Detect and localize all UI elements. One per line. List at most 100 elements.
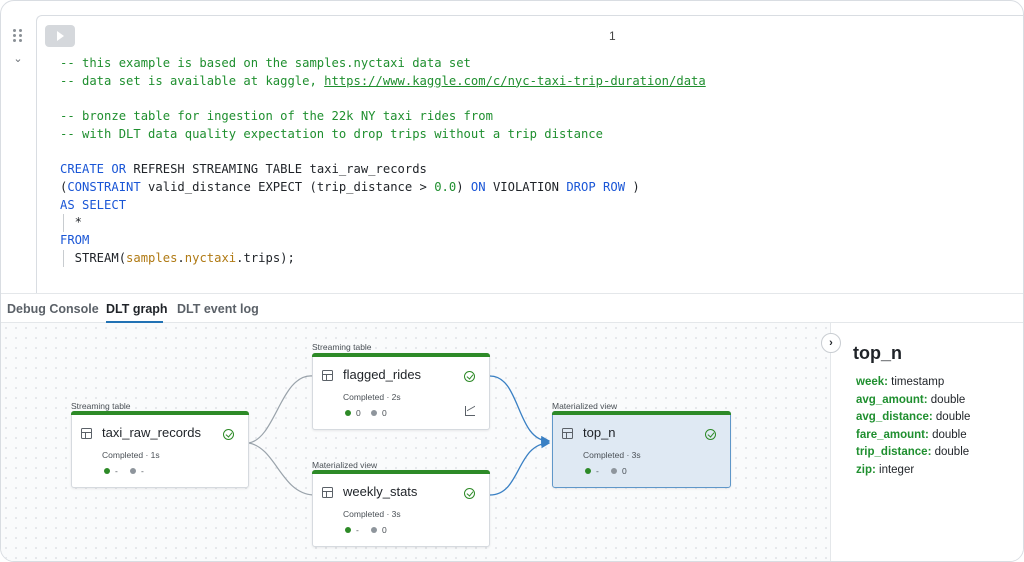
node-type-label: Materialized view xyxy=(552,401,618,411)
code-token: CONSTRAINT xyxy=(67,179,141,194)
code-line xyxy=(60,90,706,108)
node-weekly-stats[interactable]: weekly_stats Completed · 3s - 0 xyxy=(312,470,490,547)
code-line: -- data set is available at kaggle, http… xyxy=(60,73,706,91)
field-name: avg_distance: xyxy=(856,411,933,424)
code-token: ) xyxy=(625,179,640,194)
code-line: STREAM(samples.nyctaxi.trips); xyxy=(60,249,706,268)
node-status-bar xyxy=(312,353,490,357)
dlt-graph-canvas[interactable]: Streaming table taxi_raw_records Complet… xyxy=(1,323,830,561)
field-type: timestamp xyxy=(891,376,945,388)
green-dot-icon xyxy=(104,468,110,474)
chevron-down-icon[interactable]: ⌄ xyxy=(13,53,23,65)
node-taxi-raw-records[interactable]: taxi_raw_records Completed · 1s - - xyxy=(71,411,249,488)
gray-dot-icon xyxy=(371,410,377,416)
node-status: Completed · 3s xyxy=(343,509,401,519)
node-status: Completed · 1s xyxy=(102,450,160,460)
field-type: integer xyxy=(879,463,915,476)
code-token: ) xyxy=(456,179,471,194)
code-token: -- bronze table for ingestion of the 22k… xyxy=(60,109,493,124)
cell-number: 1 xyxy=(609,29,616,43)
green-dot-icon xyxy=(585,468,591,474)
node-type-label: Streaming table xyxy=(71,401,131,411)
tab-dlt-event-log[interactable]: DLT event log xyxy=(177,302,259,316)
metric-dropped: 0 xyxy=(371,408,387,418)
code-token: . xyxy=(177,250,185,265)
table-icon xyxy=(562,428,573,439)
node-name: top_n xyxy=(583,425,616,440)
node-status-bar xyxy=(71,411,249,415)
node-status-bar xyxy=(552,411,731,415)
run-cell-button[interactable] xyxy=(45,25,75,47)
node-name: taxi_raw_records xyxy=(102,425,201,440)
code-token: -- data set is available at kaggle, xyxy=(60,73,325,88)
bottom-tabs: Debug Console DLT graph DLT event log xyxy=(1,293,1023,323)
code-line: AS SELECT xyxy=(60,197,706,215)
schema-field: week: timestamp xyxy=(856,374,970,392)
drag-handle-icon[interactable] xyxy=(13,29,23,43)
code-token: CREATE OR xyxy=(60,162,127,177)
code-line: -- this example is based on the samples.… xyxy=(60,55,706,73)
check-circle-icon xyxy=(223,429,234,440)
node-top-n[interactable]: top_n Completed · 3s - 0 xyxy=(552,411,731,488)
code-token: AS SELECT xyxy=(60,197,127,212)
play-icon xyxy=(57,31,64,41)
gray-dot-icon xyxy=(611,468,617,474)
code-token: -- this example is based on the samples.… xyxy=(60,56,471,70)
code-token: valid_distance EXPECT (trip_distance > xyxy=(140,179,435,194)
metric-written: - xyxy=(585,466,599,476)
field-name: week: xyxy=(856,376,888,388)
node-status-bar xyxy=(312,470,490,474)
code-token: 0.0 xyxy=(434,179,457,194)
metric-dropped: 0 xyxy=(371,525,387,535)
indent-guide xyxy=(63,249,64,268)
code-token: ON xyxy=(470,179,486,194)
code-editor[interactable]: -- this example is based on the samples.… xyxy=(60,55,706,268)
code-token: ( xyxy=(60,179,68,194)
metric-written: - xyxy=(345,525,359,535)
schema-field: fare_amount: double xyxy=(856,427,970,445)
schema-field: zip: integer xyxy=(856,462,970,480)
graph-edges xyxy=(248,375,551,496)
field-type: double xyxy=(934,446,970,459)
edge-flagged-to-topn xyxy=(489,375,551,447)
metric-dropped: 0 xyxy=(611,466,627,476)
chevron-right-icon[interactable]: › xyxy=(821,333,841,353)
field-type: double xyxy=(930,393,966,406)
code-line xyxy=(60,143,706,161)
code-token: samples xyxy=(126,250,178,265)
metric-written: - xyxy=(104,466,118,476)
indent-guide xyxy=(63,214,64,232)
field-name: fare_amount: xyxy=(856,428,929,441)
field-name: avg_amount: xyxy=(856,393,928,406)
field-type: double xyxy=(932,428,967,441)
schema-field: avg_amount: double xyxy=(856,392,970,410)
code-token: DROP ROW xyxy=(566,179,626,194)
active-tab-indicator xyxy=(106,321,163,323)
metric-written: 0 xyxy=(345,408,361,418)
code-link[interactable]: https://www.kaggle.com/c/nyc-taxi-trip-d… xyxy=(324,73,706,88)
check-circle-icon xyxy=(464,488,475,499)
code-token: FROM xyxy=(60,232,90,247)
code-cell[interactable]: 1 -- this example is based on the sample… xyxy=(36,15,1023,295)
tab-dlt-graph[interactable]: DLT graph xyxy=(106,302,168,316)
table-icon xyxy=(322,370,333,381)
tab-debug-console[interactable]: Debug Console xyxy=(7,302,99,316)
schema-field: avg_distance: double xyxy=(856,409,970,427)
chart-icon[interactable] xyxy=(465,406,475,416)
panel-title: top_n xyxy=(853,343,902,363)
field-type: double xyxy=(935,411,971,424)
node-flagged-rides[interactable]: flagged_rides Completed · 2s 0 0 xyxy=(312,353,490,430)
node-status: Completed · 2s xyxy=(343,392,401,402)
field-name: zip: xyxy=(856,463,876,476)
code-line: -- with DLT data quality expectation to … xyxy=(60,126,706,144)
green-dot-icon xyxy=(345,527,351,533)
node-type-label: Streaming table xyxy=(312,342,372,352)
gray-dot-icon xyxy=(130,468,136,474)
code-line: CREATE OR REFRESH STREAMING TABLE taxi_r… xyxy=(60,161,706,179)
code-token: * xyxy=(60,215,83,230)
green-dot-icon xyxy=(345,410,351,416)
table-icon xyxy=(81,428,92,439)
